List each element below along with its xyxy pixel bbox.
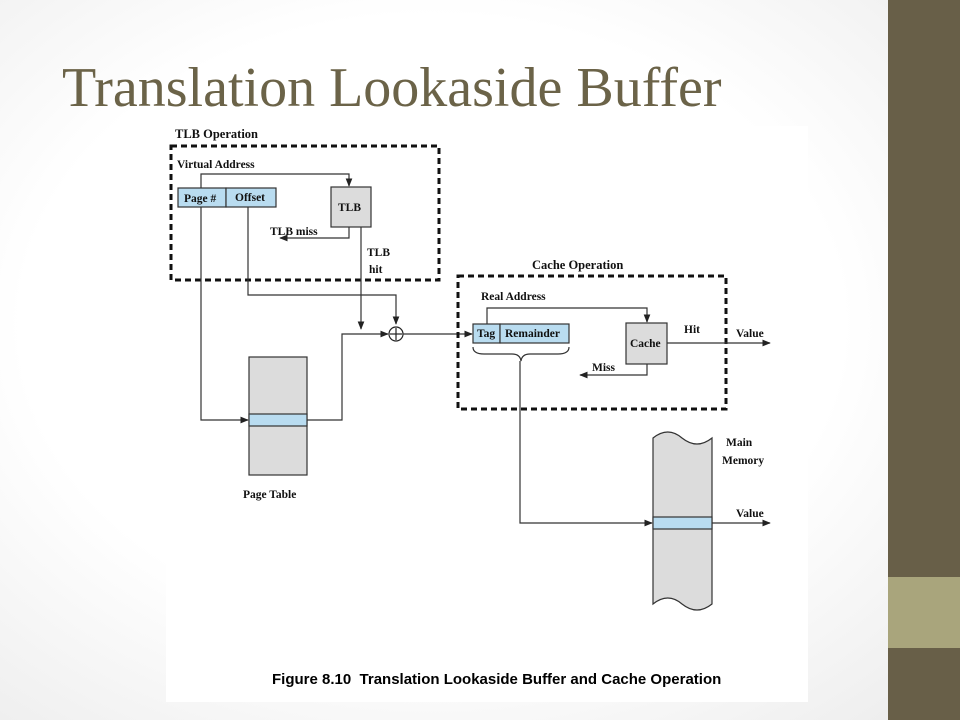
tlb-box-label: TLB bbox=[338, 202, 361, 214]
page-to-page-table-arrow bbox=[200, 207, 249, 424]
virtual-to-tlb-arrow bbox=[200, 173, 353, 188]
tlb-miss-label: TLB miss bbox=[270, 226, 318, 238]
virtual-address-label: Virtual Address bbox=[177, 159, 255, 171]
offset-field-label: Offset bbox=[235, 192, 265, 204]
offset-field bbox=[225, 187, 277, 208]
real-address-brace bbox=[472, 346, 570, 362]
cache-miss-label: Miss bbox=[592, 362, 616, 374]
sidebar-accent-top bbox=[888, 0, 960, 577]
tlb-hit-label-1: TLB bbox=[367, 247, 390, 259]
cache-operation-label: Cache Operation bbox=[532, 258, 623, 272]
tlb-operation-label: TLB Operation bbox=[175, 127, 258, 141]
sidebar-accent-bottom bbox=[888, 648, 960, 720]
cache-box-label: Cache bbox=[630, 338, 661, 350]
cache-miss-arrow bbox=[579, 364, 648, 379]
tlb-box bbox=[330, 186, 372, 228]
tag-field-label: Tag bbox=[477, 328, 495, 340]
main-memory-label-1: Main bbox=[726, 437, 753, 449]
page-number-field-label: Page # bbox=[184, 193, 217, 205]
tlb-operation-boundary bbox=[169, 144, 441, 282]
offset-to-adder-arrow bbox=[247, 207, 400, 325]
real-address-label: Real Address bbox=[481, 291, 546, 303]
real-address-to-cache-arrow bbox=[486, 307, 651, 324]
tlb-hit-label-2: hit bbox=[369, 264, 383, 276]
remainder-field-label: Remainder bbox=[505, 328, 560, 340]
page-table-to-adder-arrow bbox=[307, 330, 389, 421]
page-table-entry bbox=[248, 413, 308, 427]
slide-title: Translation Lookaside Buffer bbox=[62, 57, 722, 119]
figure-caption: Figure 8.10 Translation Lookaside Buffer… bbox=[272, 671, 721, 688]
remainder-field bbox=[499, 323, 570, 344]
main-memory-label-2: Memory bbox=[722, 455, 764, 467]
cache-value-label: Value bbox=[736, 328, 764, 340]
sidebar-accent-middle bbox=[888, 577, 960, 648]
real-address-to-memory-arrow bbox=[519, 361, 653, 527]
main-memory-entry bbox=[652, 516, 713, 530]
memory-value-label: Value bbox=[736, 508, 764, 520]
tlb-miss-arrow bbox=[279, 227, 350, 242]
cache-hit-label: Hit bbox=[684, 324, 700, 336]
page-table-label: Page Table bbox=[243, 489, 296, 501]
